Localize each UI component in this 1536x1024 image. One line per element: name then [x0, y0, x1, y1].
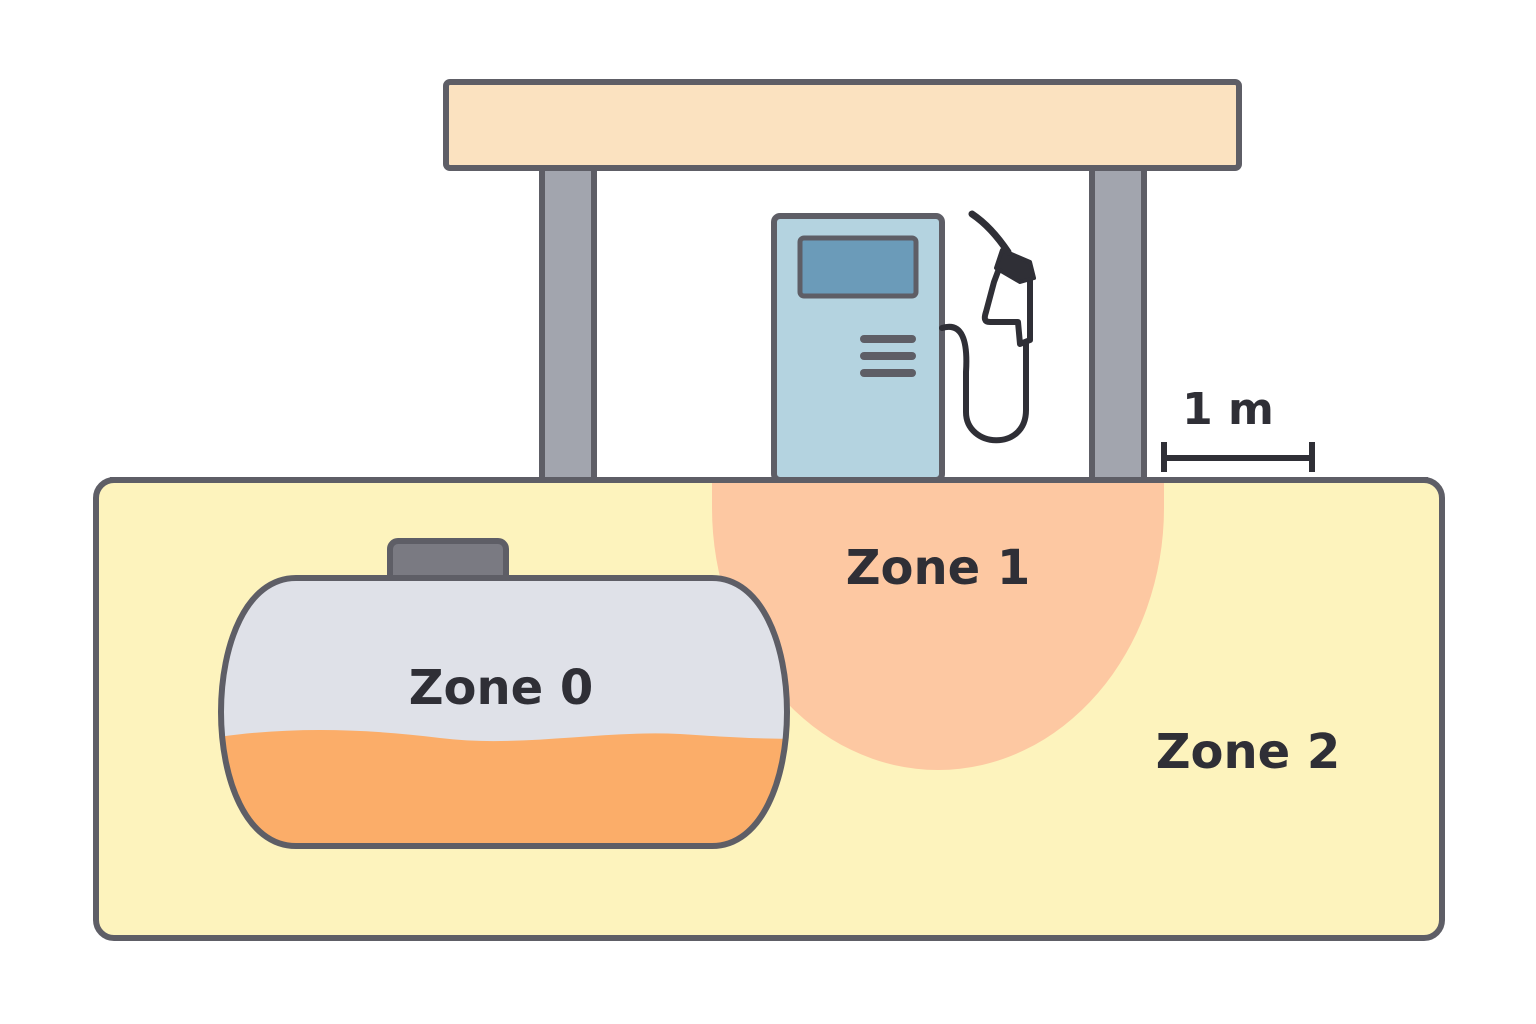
tank-liquid-fuel — [221, 730, 787, 846]
pump-vent-line-2 — [860, 352, 916, 360]
canopy-pillar-right — [1089, 165, 1147, 483]
nozzle-spout — [968, 210, 1012, 256]
nozzle-handle — [981, 263, 1033, 347]
scale-bar-label: 1 m — [1182, 384, 1274, 435]
nozzle-grip — [994, 248, 1036, 284]
pump-vent-line-3 — [860, 369, 916, 377]
zone-0-label: Zone 0 — [409, 660, 594, 716]
zone-2-label: Zone 2 — [1156, 724, 1341, 780]
fuel-pump-icon — [771, 213, 945, 483]
storage-tank-icon — [218, 538, 790, 849]
scale-bar: 1 m — [1161, 384, 1315, 472]
zone-1-region — [712, 483, 1164, 770]
canopy — [443, 79, 1242, 483]
tank-shell — [218, 575, 790, 849]
pump-hose — [939, 323, 1029, 444]
pump-vent-line-1 — [860, 335, 916, 343]
zone-1-label: Zone 1 — [846, 540, 1031, 596]
canopy-roof — [443, 79, 1242, 171]
pump-screen — [797, 235, 919, 299]
fuel-nozzle-icon — [939, 210, 1036, 444]
canopy-pillar-left — [539, 165, 597, 483]
